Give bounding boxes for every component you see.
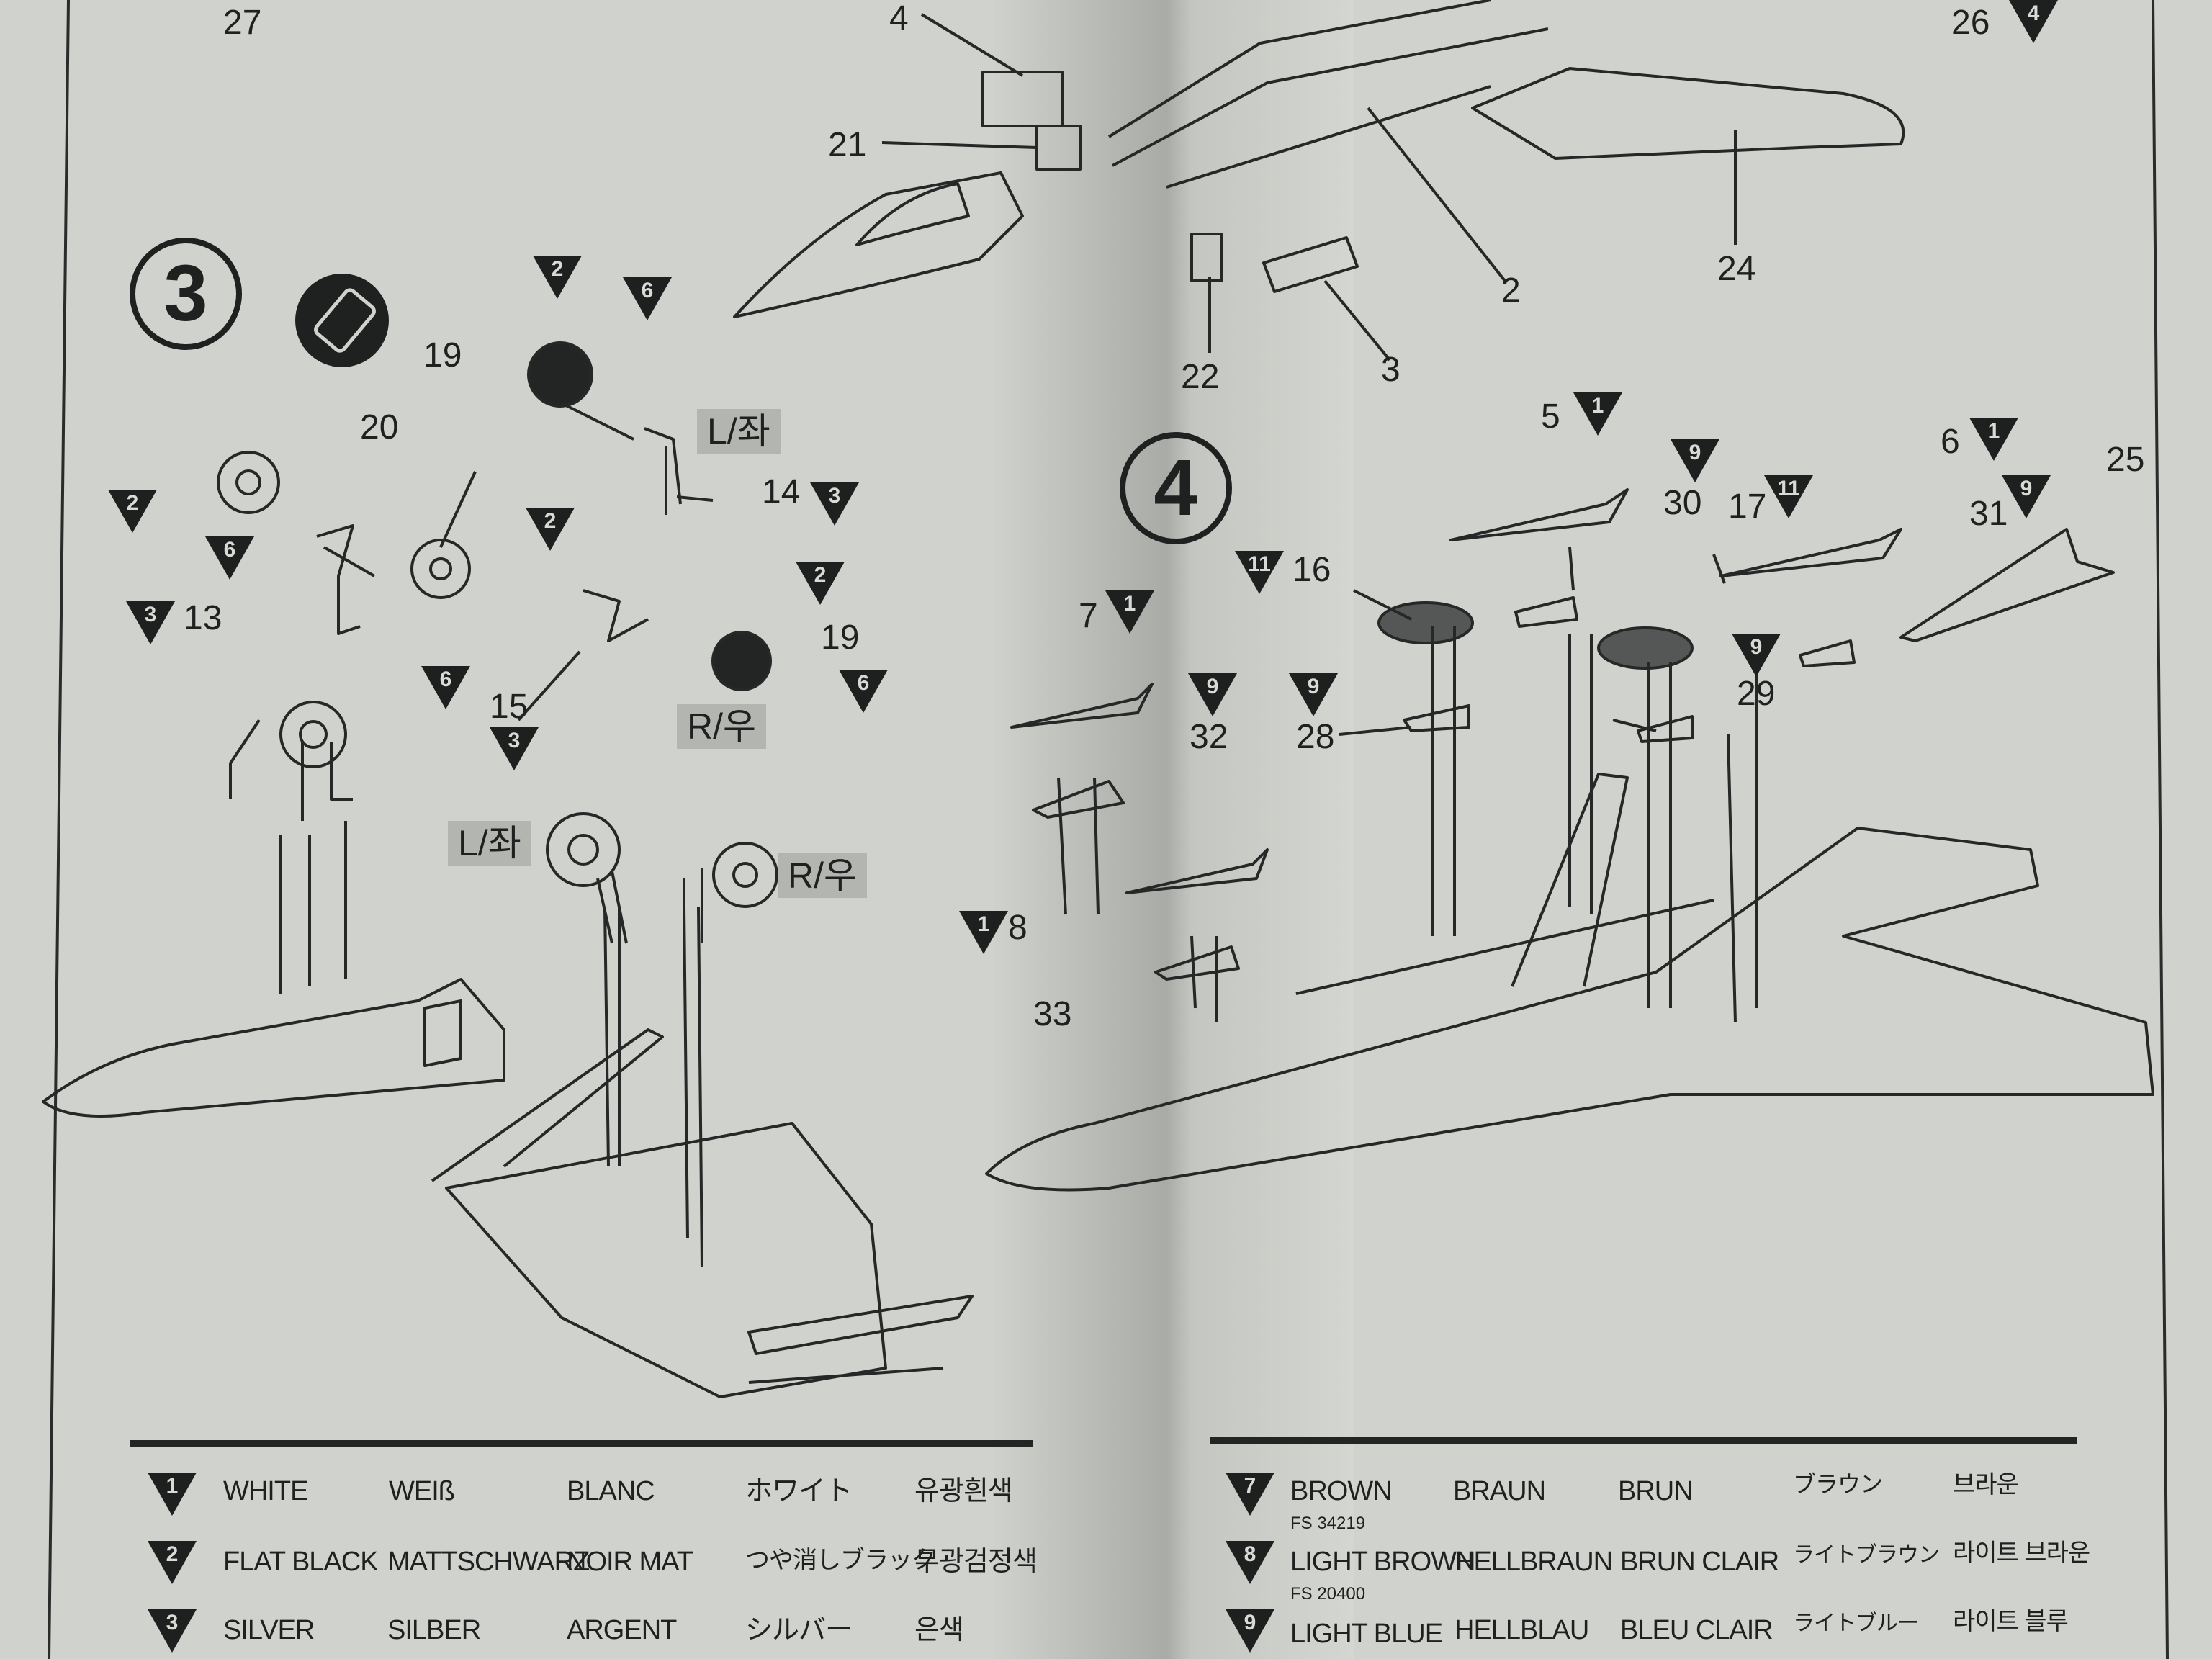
- paint-code-marker: 6: [623, 277, 672, 320]
- fs-number: FS 34219: [1290, 1514, 1366, 1533]
- part-label: 22: [1181, 358, 1220, 396]
- part-label: 13: [184, 599, 222, 637]
- color-name-ko: 라이트 브라운: [1953, 1539, 2090, 1567]
- part-label: 31: [1969, 495, 2008, 533]
- color-name-en: LIGHT BROWN: [1290, 1547, 1475, 1577]
- color-name-en: SILVER: [223, 1615, 315, 1645]
- side-label-right: R/우: [778, 853, 867, 898]
- page-number-right: 26: [1951, 4, 1990, 42]
- part-label: 7: [1079, 597, 1098, 635]
- color-code-marker: 9: [1226, 1609, 1274, 1653]
- step-number-3: 3: [130, 238, 242, 350]
- paint-code-marker: 9: [1188, 673, 1237, 716]
- paint-code-marker: 9: [2002, 475, 2051, 518]
- color-name-de: SILBER: [387, 1615, 481, 1645]
- paint-code-marker: 6: [839, 670, 888, 713]
- paint-code-marker: 2: [526, 508, 575, 551]
- color-name-fr: ARGENT: [567, 1615, 677, 1645]
- paint-code-marker: 4: [2009, 0, 2058, 43]
- color-name-fr: BRUN: [1618, 1476, 1694, 1506]
- part-label: 14: [762, 473, 801, 511]
- part-label: 32: [1190, 718, 1228, 756]
- paint-code-marker: 3: [810, 482, 859, 526]
- color-name-en: LIGHT BLUE: [1290, 1619, 1443, 1649]
- color-name-ko: 은색: [914, 1615, 964, 1645]
- part-label: 25: [2106, 441, 2145, 479]
- part-label: 16: [1292, 551, 1331, 589]
- paint-code-marker: 11: [1235, 551, 1284, 594]
- part-label: 5: [1541, 397, 1560, 436]
- color-name-ko: 유광흰색: [914, 1476, 1013, 1506]
- paint-code-marker: 2: [796, 562, 845, 605]
- color-name-en: WHITE: [223, 1476, 308, 1506]
- part-label: 8: [1008, 909, 1028, 947]
- color-code-marker: 7: [1226, 1473, 1274, 1516]
- part-label: 19: [423, 336, 462, 374]
- color-name-de: WEIß: [389, 1476, 455, 1506]
- fs-number: FS 20400: [1290, 1584, 1366, 1604]
- color-name-ja: ブラウン: [1793, 1471, 1883, 1497]
- part-label: 29: [1737, 675, 1776, 713]
- part-label: 20: [360, 408, 399, 446]
- part-label: 21: [828, 126, 867, 164]
- side-label-left: L/좌: [697, 409, 781, 454]
- color-name-ko: 무광검정색: [914, 1547, 1038, 1577]
- part-label: 24: [1717, 250, 1756, 288]
- part-label: 4: [889, 0, 909, 37]
- color-name-ja: ライトブラウン: [1793, 1543, 1940, 1567]
- color-name-fr: BLEU CLAIR: [1620, 1615, 1773, 1645]
- paint-code-marker: 3: [126, 601, 175, 644]
- color-name-de: MATTSCHWARZ: [387, 1547, 590, 1577]
- page-number-left: 27: [223, 4, 262, 42]
- paint-code-marker: 2: [108, 490, 157, 533]
- color-code-marker: 8: [1226, 1541, 1274, 1584]
- paint-code-marker: 1: [1969, 418, 2018, 461]
- part-label: 19: [821, 619, 860, 657]
- color-name-de: HELLBLAU: [1455, 1615, 1589, 1645]
- paint-code-marker: 1: [1105, 590, 1154, 634]
- color-name-de: BRAUN: [1453, 1476, 1546, 1506]
- paint-code-marker: 9: [1732, 634, 1781, 677]
- paint-code-marker: 9: [1671, 439, 1719, 482]
- color-name-ja: シルバー: [745, 1615, 853, 1645]
- paint-code-marker: 3: [490, 727, 539, 770]
- paint-code-marker: 11: [1764, 475, 1813, 518]
- part-label: 3: [1381, 351, 1401, 389]
- part-label: 15: [490, 688, 529, 726]
- color-code-marker: 2: [148, 1541, 197, 1584]
- color-name-fr: BRUN CLAIR: [1620, 1547, 1779, 1577]
- part-label: 28: [1296, 718, 1335, 756]
- color-name-fr: NOIR MAT: [567, 1547, 693, 1577]
- color-name-de: HELLBRAUN: [1455, 1547, 1613, 1577]
- glue-icon: [295, 274, 389, 367]
- color-name-ja: ライトブルー: [1793, 1611, 1919, 1635]
- color-code-marker: 3: [148, 1609, 197, 1653]
- paint-code-marker: 1: [959, 911, 1008, 954]
- paint-code-marker: 2: [533, 256, 582, 299]
- part-label: 2: [1501, 271, 1521, 310]
- color-name-ja: ホワイト: [745, 1476, 853, 1506]
- part-label: 30: [1663, 484, 1702, 522]
- color-name-fr: BLANC: [567, 1476, 655, 1506]
- part-label: 33: [1033, 995, 1072, 1033]
- step-number-4: 4: [1120, 432, 1232, 544]
- part-label: 6: [1941, 423, 1960, 461]
- color-code-marker: 1: [148, 1473, 197, 1516]
- paint-code-marker: 6: [205, 536, 254, 580]
- paint-code-marker: 9: [1289, 673, 1338, 716]
- paint-code-marker: 6: [421, 666, 470, 709]
- side-label-left: L/좌: [448, 821, 531, 866]
- paint-code-marker: 1: [1573, 392, 1622, 436]
- color-name-ko: 라이트 블루: [1953, 1608, 2069, 1635]
- side-label-right: R/우: [677, 704, 766, 749]
- color-name-en: FLAT BLACK: [223, 1547, 379, 1577]
- color-name-ja: つや消しブラック: [745, 1547, 936, 1574]
- part-label: 17: [1728, 487, 1767, 526]
- color-name-en: BROWN: [1290, 1476, 1393, 1506]
- color-name-ko: 브라운: [1953, 1471, 2019, 1498]
